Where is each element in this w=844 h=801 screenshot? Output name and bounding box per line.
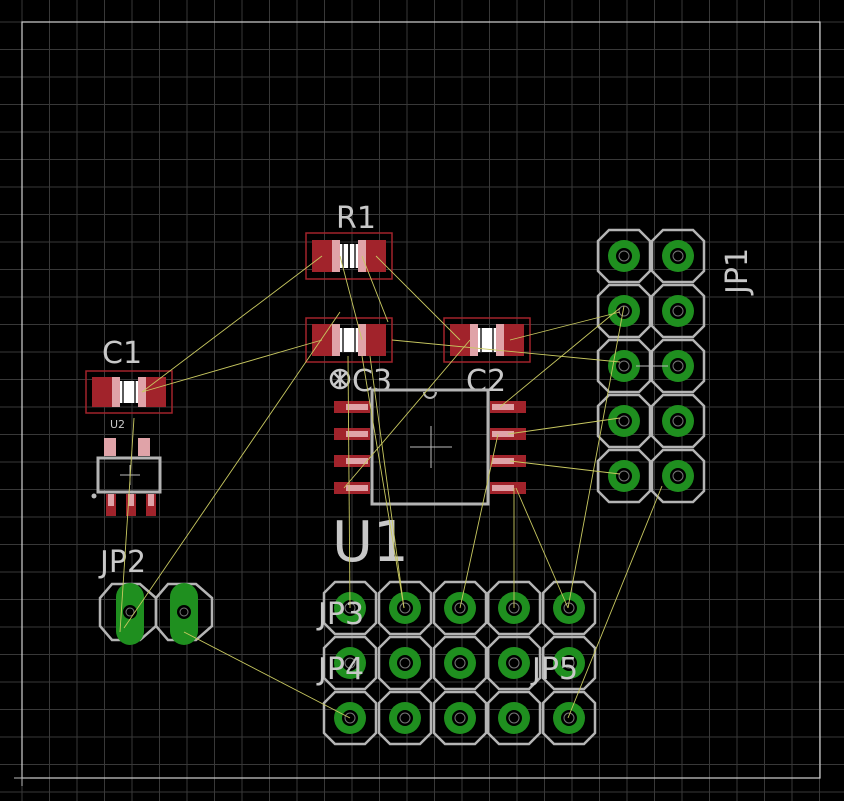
jp1-pad[interactable] bbox=[650, 448, 706, 504]
header-jp2[interactable] bbox=[98, 582, 214, 645]
board-outline bbox=[21, 21, 821, 779]
header-grid-jp3-jp4-jp5[interactable] bbox=[322, 580, 597, 746]
label-c1: C1 bbox=[102, 336, 142, 371]
jp1-pad[interactable] bbox=[596, 283, 652, 339]
label-r1: R1 bbox=[336, 201, 376, 236]
label-c2: C2 bbox=[466, 364, 506, 399]
resistor-r1[interactable] bbox=[305, 232, 393, 280]
jp1-pad[interactable] bbox=[650, 393, 706, 449]
label-jp5: JP5 bbox=[530, 652, 578, 687]
capacitor-c2[interactable] bbox=[443, 317, 531, 363]
label-jp2: JP2 bbox=[98, 545, 146, 580]
label-jp1: JP1 bbox=[720, 248, 755, 296]
label-jp4: JP4 bbox=[316, 652, 364, 687]
jp1-pad[interactable] bbox=[650, 283, 706, 339]
label-u2: U2 bbox=[110, 418, 125, 431]
ic-u1-pads bbox=[334, 401, 526, 494]
header-jp1[interactable] bbox=[596, 228, 706, 504]
header-pad[interactable] bbox=[432, 690, 488, 746]
header-pad[interactable] bbox=[377, 580, 433, 636]
origin-marker-icon bbox=[14, 770, 30, 786]
jp1-pad[interactable] bbox=[596, 393, 652, 449]
header-pad[interactable] bbox=[377, 635, 433, 691]
header-pad[interactable] bbox=[432, 635, 488, 691]
header-pad[interactable] bbox=[486, 690, 542, 746]
header-pad[interactable] bbox=[541, 580, 597, 636]
header-pad[interactable] bbox=[541, 635, 597, 691]
header-pad[interactable] bbox=[486, 635, 542, 691]
header-pad[interactable] bbox=[541, 690, 597, 746]
label-jp3: JP3 bbox=[316, 597, 364, 632]
header-pad[interactable] bbox=[377, 690, 433, 746]
label-u1: U1 bbox=[332, 510, 409, 575]
airwires bbox=[119, 255, 663, 719]
jp1-pad[interactable] bbox=[650, 228, 706, 284]
regulator-u2[interactable] bbox=[91, 438, 162, 516]
header-pad[interactable] bbox=[322, 635, 378, 691]
jp1-pad[interactable] bbox=[596, 228, 652, 284]
pin1-marker-icon bbox=[329, 368, 351, 390]
